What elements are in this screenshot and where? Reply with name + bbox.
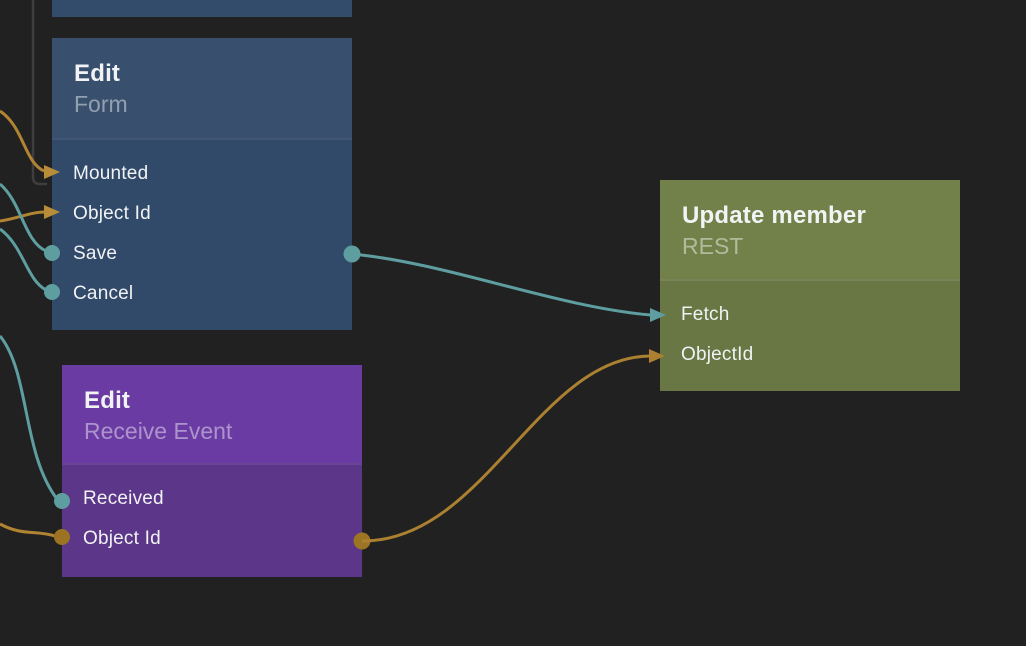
wire-teal-to-received[interactable] bbox=[0, 335, 70, 509]
wire-orange-to-object-id-purple[interactable] bbox=[0, 522, 70, 545]
node-edit-receive-event[interactable]: Edit Receive Event Received Object Id bbox=[62, 365, 362, 577]
port-object-id[interactable]: Object Id bbox=[62, 519, 362, 559]
wire-teal-to-save[interactable] bbox=[0, 182, 60, 261]
port-label: Object Id bbox=[83, 528, 161, 549]
port-label: Received bbox=[83, 488, 164, 509]
node-ports: Received Object Id bbox=[62, 463, 362, 577]
port-fetch[interactable]: Fetch bbox=[660, 295, 960, 335]
node-update-member[interactable]: Update member REST Fetch ObjectId bbox=[660, 180, 960, 391]
wire-orange-to-object-id[interactable] bbox=[0, 205, 60, 223]
node-title: Edit bbox=[74, 60, 121, 87]
port-label: Object Id bbox=[73, 203, 151, 224]
port-save[interactable]: Save bbox=[52, 234, 352, 274]
port-label: ObjectId bbox=[681, 344, 754, 365]
port-label: Fetch bbox=[681, 304, 730, 325]
node-edit-form[interactable]: Edit Form Mounted Object Id Save Cancel bbox=[52, 38, 352, 330]
node-subtitle: Receive Event bbox=[84, 417, 233, 444]
node-partial-top[interactable] bbox=[52, 0, 352, 17]
port-objectid[interactable]: ObjectId bbox=[660, 335, 960, 375]
node-title: Update member bbox=[682, 202, 866, 229]
node-header[interactable]: Edit Receive Event bbox=[62, 365, 362, 463]
node-header[interactable]: Update member REST bbox=[660, 180, 960, 279]
port-mounted[interactable]: Mounted bbox=[52, 154, 352, 194]
node-subtitle: REST bbox=[682, 232, 744, 259]
wire-orange-to-mounted[interactable] bbox=[0, 109, 60, 179]
port-cancel[interactable]: Cancel bbox=[52, 274, 352, 314]
port-received[interactable]: Received bbox=[62, 479, 362, 519]
wire-object-id-to-objectid[interactable] bbox=[353, 349, 666, 550]
port-label: Mounted bbox=[73, 163, 149, 184]
node-title: Edit bbox=[84, 387, 131, 414]
port-object-id[interactable]: Object Id bbox=[52, 194, 352, 234]
port-label: Cancel bbox=[73, 283, 134, 304]
wire-gray-to-mounted[interactable] bbox=[31, 0, 47, 186]
node-header[interactable]: Edit Form bbox=[52, 38, 352, 138]
node-subtitle: Form bbox=[74, 90, 128, 117]
port-label: Save bbox=[73, 243, 118, 264]
wire-teal-to-cancel[interactable] bbox=[0, 227, 60, 300]
node-ports: Mounted Object Id Save Cancel bbox=[52, 138, 352, 330]
node-ports: Fetch ObjectId bbox=[660, 279, 960, 391]
wire-save-to-fetch[interactable] bbox=[343, 245, 667, 323]
